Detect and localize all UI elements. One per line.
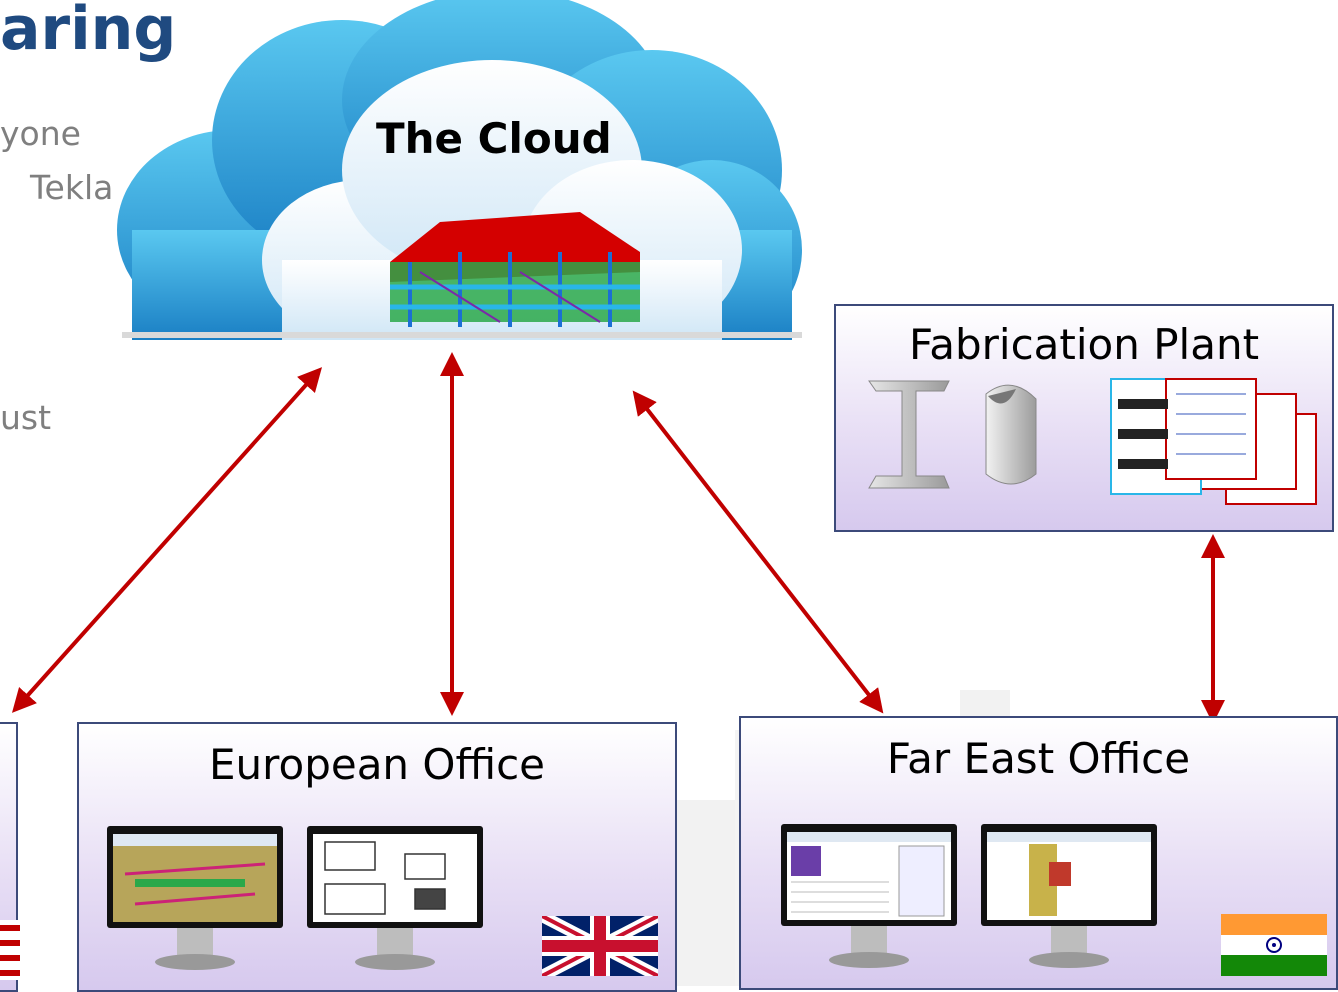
americas-office-box <box>0 722 20 992</box>
pipe-section-icon <box>985 384 1037 485</box>
cloud-title: The Cloud <box>376 114 612 163</box>
fabrication-plant-title: Fabrication Plant <box>908 320 1260 369</box>
body-text-line1: yone <box>0 114 81 153</box>
far-east-office-title: Far East Office <box>886 734 1191 783</box>
usa-flag <box>0 920 20 980</box>
european-office-title: European Office <box>209 740 545 789</box>
fabrication-plant-box: Fabrication Plant <box>834 304 1334 532</box>
cloud-steel-model-icon <box>390 212 640 327</box>
arrow-cloud-americas <box>11 367 323 713</box>
monitor-icon <box>107 826 283 970</box>
i-beam-icon <box>868 380 950 489</box>
european-office-box: European Office <box>77 722 677 992</box>
arrow-cloud-fareast <box>632 390 884 714</box>
monitor-icon <box>307 826 483 970</box>
page-title: aring <box>0 0 177 64</box>
monitor-icon <box>781 824 957 968</box>
fabrication-documents-icon <box>1110 378 1317 505</box>
monitor-icon <box>981 824 1157 968</box>
india-flag-icon <box>1221 914 1327 976</box>
far-east-office-box: Far East Office <box>739 716 1338 990</box>
uk-flag-icon <box>542 916 658 976</box>
body-text-line2: Tekla <box>30 168 114 207</box>
